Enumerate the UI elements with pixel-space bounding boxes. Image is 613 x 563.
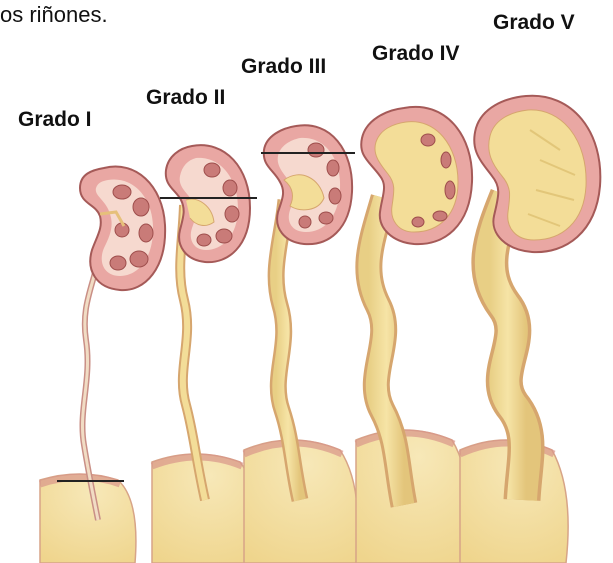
- grade-5-diagram: [460, 96, 600, 563]
- grade-2-diagram: [152, 145, 257, 563]
- grade-3-diagram: [244, 125, 358, 563]
- bladder-2: [152, 454, 257, 563]
- bladder-1: [40, 474, 136, 563]
- grade-1-diagram: [40, 167, 165, 563]
- grade-4-diagram: [356, 107, 472, 563]
